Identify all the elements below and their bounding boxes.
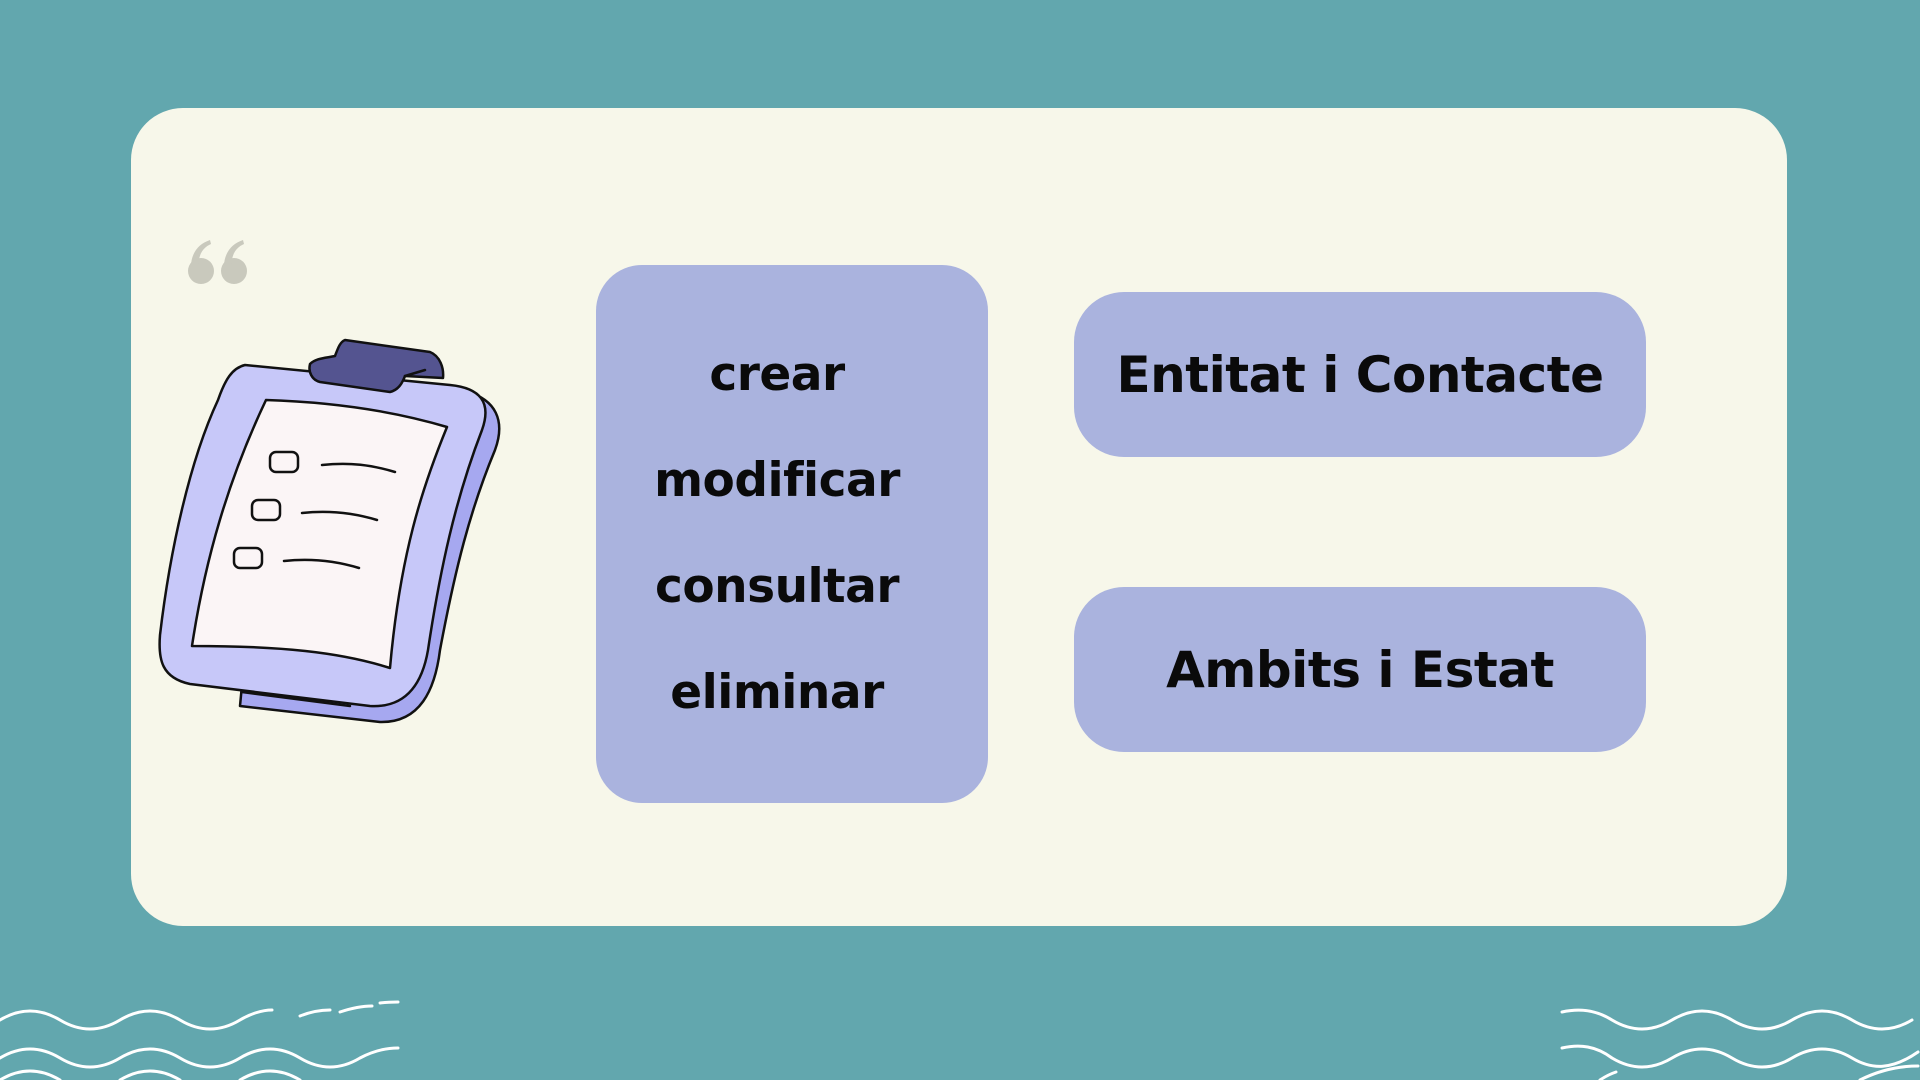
action-modify: modificar: [654, 453, 900, 508]
action-delete: eliminar: [670, 665, 884, 720]
quote-icon: [188, 240, 247, 284]
action-consult: consultar: [654, 559, 900, 614]
wave-decoration-icon: [1560, 1008, 1920, 1080]
wave-decoration-icon: [0, 1000, 400, 1080]
clipboard-checklist-icon: [158, 338, 501, 724]
actions-panel: crear modificar consultar eliminar: [596, 265, 988, 803]
action-create: crear: [709, 347, 845, 402]
tag-entitat-contacte: Entitat i Contacte: [1074, 292, 1646, 457]
tag-ambits-estat: Ambits i Estat: [1074, 587, 1646, 752]
